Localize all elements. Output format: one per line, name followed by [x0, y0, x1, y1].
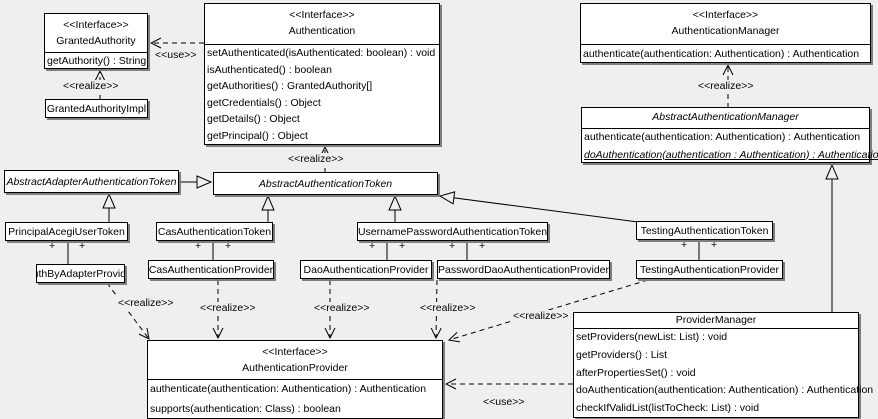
method-label: authenticate(authentication: Authenticat… — [584, 131, 861, 143]
method-label: doAuthentication(authentication: Authent… — [576, 384, 874, 397]
class-abstract-authentication-manager: AbstractAuthenticationManager authentica… — [581, 107, 878, 163]
class-name: CasAuthenticationToken — [157, 225, 272, 238]
class-cas-authentication-token: CasAuthenticationToken — [156, 222, 273, 241]
class-granted-authority-impl: GrantedAuthorityImpl — [45, 99, 148, 118]
stereotype-label: <<Interface>> — [63, 19, 129, 31]
class-name: GrantedAuthorityImpl — [46, 102, 147, 115]
realize-label: <<realize>> — [199, 302, 257, 314]
method-label: getAuthorities() : GrantedAuthority[] — [207, 80, 373, 93]
method-label: doAuthentication(authentication : Authen… — [584, 148, 878, 161]
method-label: setProviders(newList: List) : void — [576, 331, 728, 343]
class-name: AbstractAuthenticationToken — [258, 177, 393, 190]
class-auth-by-adapter-provider: AuthByAdapterProvider — [36, 264, 125, 283]
class-name: PrincipalAcegiUserToken — [8, 225, 125, 238]
method-label: getPrincipal() : Object — [207, 129, 308, 142]
class-name: TestingAuthenticationToken — [640, 224, 769, 237]
class-principal-acegi-user-token: PrincipalAcegiUserToken — [5, 222, 128, 241]
class-title: AbstractAuthenticationManager — [582, 108, 869, 129]
realize-label: <<realize>> — [287, 153, 345, 165]
class-title: <<Interface>> GrantedAuthority — [45, 14, 147, 53]
assoc-end-plus: + — [79, 240, 86, 252]
method-label: getAuthority() : String — [47, 55, 147, 67]
class-name: Authentication — [288, 25, 356, 37]
assoc-end-plus: + — [711, 239, 718, 251]
class-title: <<Interface>> Authentication — [205, 4, 439, 45]
class-name: AuthenticationManager — [671, 25, 780, 37]
class-name: UsernamePasswordAuthenticationToken — [357, 225, 548, 238]
use-label: <<use>> — [482, 396, 526, 408]
class-name: CasAuthenticationProvider — [148, 263, 274, 276]
class-title: <<Interface>> AuthenticationProvider — [148, 341, 442, 380]
realize-label: <<realize>> — [313, 302, 371, 314]
class-name: AuthByAdapterProvider — [37, 267, 124, 280]
class-name: DaoAuthenticationProvider — [303, 263, 429, 276]
class-name: PasswordDaoAuthenticationProvider — [438, 263, 610, 276]
class-granted-authority: <<Interface>> GrantedAuthority getAuthor… — [44, 13, 148, 69]
class-username-password-authentication-token: UsernamePasswordAuthenticationToken — [357, 222, 548, 241]
class-title: <<Interface>> AuthenticationManager — [581, 4, 870, 45]
realize-label: <<realize>> — [512, 310, 570, 322]
class-name: TestingAuthenticationProvider — [640, 263, 779, 276]
realize-label: <<realize>> — [419, 302, 477, 314]
method-label: getCredentials() : Object — [207, 96, 321, 109]
realize-label: <<realize>> — [62, 80, 120, 92]
stereotype-label: <<Interface>> — [262, 346, 328, 358]
method-label: isAuthenticated() : boolean — [207, 63, 332, 76]
class-title: ProviderManager — [574, 313, 858, 329]
class-name: GrantedAuthority — [56, 35, 136, 47]
assoc-end-plus: + — [195, 240, 202, 252]
class-testing-authentication-provider: TestingAuthenticationProvider — [636, 260, 783, 279]
stereotype-label: <<Interface>> — [692, 9, 759, 21]
class-name: AbstractAuthenticationManager — [652, 111, 799, 123]
use-label: <<use>> — [154, 49, 198, 61]
method-label: authenticate(authentication: Authenticat… — [150, 383, 427, 395]
method-label: getDetails() : Object — [207, 113, 300, 126]
class-abstract-authentication-token: AbstractAuthenticationToken — [213, 172, 438, 195]
class-name: AuthenticationProvider — [242, 362, 348, 374]
method-label: setAuthenticated(isAuthenticated: boolea… — [207, 47, 436, 59]
gen-testing-to-abstracttoken — [440, 196, 639, 223]
stereotype-label: <<Interface>> — [289, 9, 355, 21]
realize-label: <<realize>> — [697, 80, 755, 92]
method-label: checkIfValidList(listToCheck: List) : vo… — [576, 402, 760, 415]
method-label: supports(authentication: Class) : boolea… — [150, 402, 341, 415]
class-password-dao-authentication-provider: PasswordDaoAuthenticationProvider — [437, 260, 610, 279]
class-name: AbstractAdapterAuthenticationToken — [6, 175, 177, 188]
class-name: ProviderManager — [675, 314, 757, 326]
assoc-end-plus: + — [681, 239, 688, 251]
assoc-end-plus: + — [369, 240, 376, 252]
class-authentication-manager: <<Interface>> AuthenticationManager auth… — [580, 3, 871, 63]
assoc-end-plus: + — [49, 240, 56, 252]
class-authentication: <<Interface>> Authentication setAuthenti… — [204, 3, 440, 145]
method-label: getProviders() : List — [576, 348, 668, 361]
class-provider-manager: ProviderManager setProviders(newList: Li… — [573, 312, 874, 418]
assoc-end-plus: + — [449, 240, 456, 252]
class-testing-authentication-token: TestingAuthenticationToken — [636, 221, 773, 240]
class-abstract-adapter-authentication-token: AbstractAdapterAuthenticationToken — [4, 170, 179, 193]
realize-authbyadapter-to-authprovider — [106, 282, 149, 339]
class-authentication-provider: <<Interface>> AuthenticationProvider aut… — [147, 340, 443, 419]
assoc-end-plus: + — [399, 240, 406, 252]
method-label: authenticate(authentication: Authenticat… — [583, 48, 860, 60]
assoc-end-plus: + — [479, 240, 486, 252]
assoc-end-plus: + — [225, 240, 232, 252]
method-label: afterPropertiesSet() : void — [576, 366, 696, 379]
realize-label: <<realize>> — [117, 297, 175, 309]
class-cas-authentication-provider: CasAuthenticationProvider — [148, 260, 274, 279]
class-dao-authentication-provider: DaoAuthenticationProvider — [300, 260, 432, 279]
